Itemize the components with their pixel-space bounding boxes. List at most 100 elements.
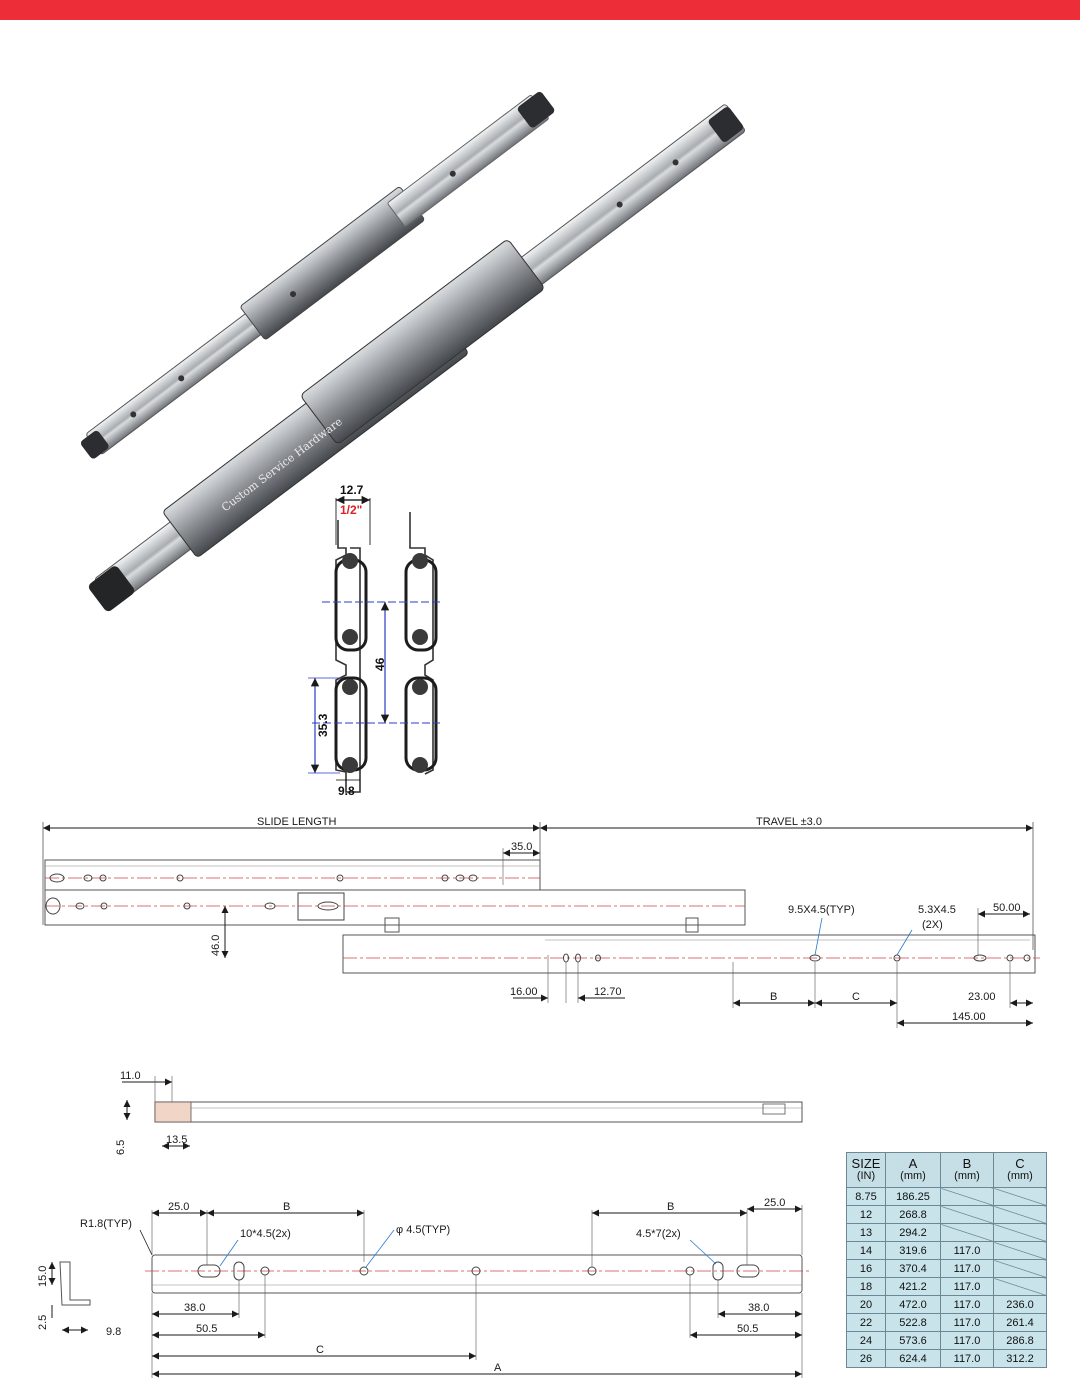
dim-16: 16.00 — [510, 986, 538, 998]
table-cell: 186.25 — [885, 1187, 941, 1206]
table-cell: 294.2 — [885, 1223, 941, 1242]
dim-25-left: 25.0 — [168, 1201, 189, 1213]
cross-width-label: 12.7 — [340, 483, 364, 497]
table-cell: 236.0 — [993, 1295, 1047, 1314]
header-size: SIZE(IN) — [846, 1152, 886, 1188]
dim-a-bottom: A — [494, 1362, 502, 1374]
slot-right-label: 4.5*7(2x) — [636, 1228, 681, 1240]
table-cell — [940, 1205, 994, 1224]
cross-pitch-label: 35.3 — [316, 713, 330, 737]
dim-65: 6.5 — [115, 1140, 127, 1155]
side-view-drawing: SLIDE LENGTH TRAVEL ±3.0 35.0 — [42, 816, 1040, 1028]
table-cell — [993, 1205, 1047, 1224]
table-cell — [993, 1277, 1047, 1296]
table-cell: 522.8 — [885, 1313, 941, 1332]
cross-width-inch-label: 1/2" — [340, 503, 362, 517]
top-accent-bar — [0, 0, 1080, 20]
table-cell: 268.8 — [885, 1205, 941, 1224]
table-cell: 117.0 — [940, 1277, 994, 1296]
table-cell — [993, 1259, 1047, 1278]
dim-b-left: B — [283, 1201, 290, 1213]
travel-label: TRAVEL ±3.0 — [756, 816, 822, 828]
dim-b-right: B — [667, 1201, 674, 1213]
hole-typ-bottom-label: φ 4.5(TYP) — [396, 1224, 450, 1236]
size-table-header: SIZE(IN) A(mm) B(mm) C(mm) — [846, 1152, 1047, 1188]
dim-2-5: 2.5 — [37, 1315, 49, 1330]
table-cell: 24 — [846, 1331, 886, 1350]
header-b: B(mm) — [940, 1152, 994, 1188]
table-cell: 421.2 — [885, 1277, 941, 1296]
hole-typ-label: 9.5X4.5(TYP) — [788, 904, 855, 916]
table-cell: 319.6 — [885, 1241, 941, 1260]
table-cell: 26 — [846, 1349, 886, 1368]
table-cell: 20 — [846, 1295, 886, 1314]
dim-15: 15.0 — [37, 1266, 49, 1287]
table-cell: 624.4 — [885, 1349, 941, 1368]
dim-505-right: 50.5 — [737, 1323, 758, 1335]
dim-11: 11.0 — [120, 1070, 141, 1082]
hole-small-qty-label: (2X) — [922, 919, 943, 931]
dim-145: 145.00 — [952, 1011, 986, 1023]
table-cell: 286.8 — [993, 1331, 1047, 1350]
table-cell: 370.4 — [885, 1259, 941, 1278]
dim-c-side: C — [852, 991, 860, 1003]
table-cell: 117.0 — [940, 1295, 994, 1314]
dim-25-right: 25.0 — [764, 1197, 785, 1209]
table-cell — [993, 1223, 1047, 1242]
dim-38-right: 38.0 — [748, 1302, 769, 1314]
dim-c-bottom: C — [316, 1344, 324, 1356]
table-cell: 12 — [846, 1205, 886, 1224]
table-cell — [993, 1187, 1047, 1206]
table-cell: 261.4 — [993, 1313, 1047, 1332]
dim-35: 35.0 — [511, 841, 532, 853]
table-cell — [940, 1223, 994, 1242]
table-cell: 312.2 — [993, 1349, 1047, 1368]
table-cell: 117.0 — [940, 1259, 994, 1278]
dim-38-left: 38.0 — [184, 1302, 205, 1314]
dim-23: 23.00 — [968, 991, 996, 1003]
table-cell: 117.0 — [940, 1349, 994, 1368]
table-cell: 8.75 — [846, 1187, 886, 1206]
bottom-view-drawing: R1.8(TYP) 25.0 B 10*4.5(2x) φ 4.5(TYP) B… — [37, 1197, 810, 1378]
header-c: C(mm) — [993, 1152, 1047, 1188]
table-cell: 472.0 — [885, 1295, 941, 1314]
table-cell: 18 — [846, 1277, 886, 1296]
dim-1270: 12.70 — [594, 986, 622, 998]
radius-label: R1.8(TYP) — [80, 1218, 132, 1230]
table-cell: 117.0 — [940, 1241, 994, 1260]
table-cell: 13 — [846, 1223, 886, 1242]
slot-left-label: 10*4.5(2x) — [240, 1228, 291, 1240]
cross-height-label: 46 — [373, 657, 387, 671]
table-cell: 117.0 — [940, 1313, 994, 1332]
table-cell: 573.6 — [885, 1331, 941, 1350]
table-cell — [993, 1241, 1047, 1260]
cross-section: 12.7 1/2" 46 35.3 9.8 — [308, 483, 440, 798]
cross-thickness-label: 9.8 — [338, 784, 355, 798]
dim-135: 13.5 — [166, 1134, 187, 1146]
lower-slide-illustration: Custom Service Hardware — [88, 104, 745, 612]
dim-50: 50.00 — [993, 902, 1021, 914]
slide-length-label: SLIDE LENGTH — [257, 816, 337, 828]
dim-9-8: 9.8 — [106, 1326, 121, 1338]
dim-46: 46.0 — [210, 935, 222, 956]
slide-photo: Custom Service Hardware — [80, 91, 745, 612]
table-cell: 22 — [846, 1313, 886, 1332]
table-cell: 16 — [846, 1259, 886, 1278]
upper-slide-illustration — [80, 91, 555, 459]
header-a: A(mm) — [885, 1152, 941, 1188]
table-cell: 14 — [846, 1241, 886, 1260]
dim-b-side: B — [770, 991, 777, 1003]
table-cell — [940, 1187, 994, 1206]
